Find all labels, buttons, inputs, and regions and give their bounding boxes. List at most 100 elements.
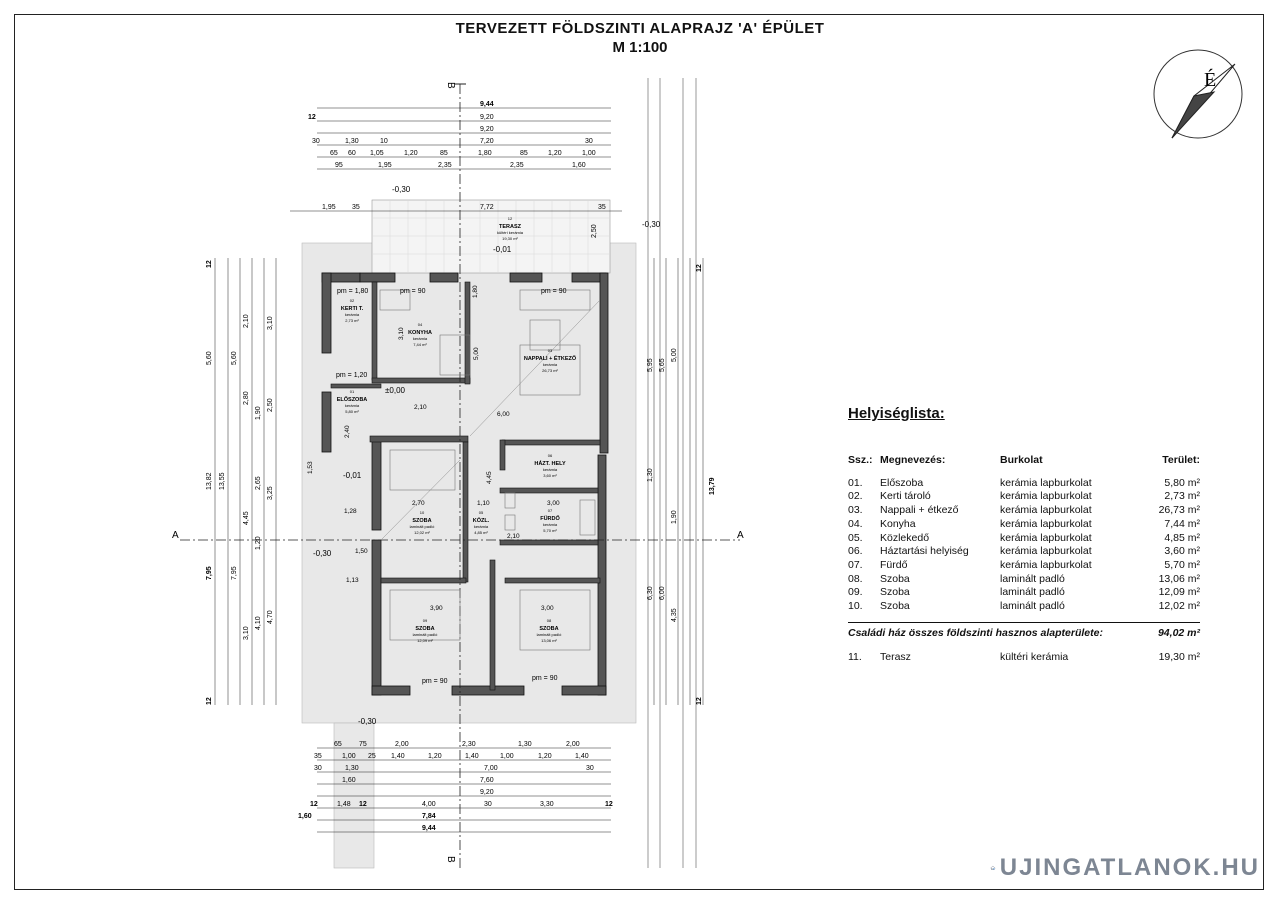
svg-text:30: 30	[484, 801, 492, 808]
room-floor: kerámia lapburkolat	[1000, 558, 1092, 571]
road-strips	[647, 78, 697, 868]
svg-text:5,00: 5,00	[671, 348, 678, 362]
interior-walls	[330, 281, 601, 691]
svg-text:3,00: 3,00	[547, 500, 560, 507]
bottom-dimension-chain: 65 75 2,00 2,30 1,30 2,00 35 1,00 25 1,4…	[298, 741, 613, 833]
inner-dims: 6,00 2,70 1,10 3,00 3,90 3,00 2,10 2,10 …	[307, 285, 560, 612]
svg-text:65: 65	[330, 150, 338, 157]
room-area: 3,60 m²	[1164, 545, 1200, 558]
svg-text:13,55: 13,55	[219, 472, 226, 490]
svg-text:5,65: 5,65	[659, 358, 666, 372]
level-marks: -0,30 -0,30 -0,01 ±0,00 -0,01 -0,30 -0,3…	[313, 185, 661, 726]
svg-text:kültéri kerámia: kültéri kerámia	[497, 230, 524, 235]
svg-text:9,20: 9,20	[480, 789, 494, 796]
svg-text:2,30: 2,30	[462, 741, 476, 748]
svg-text:13,82: 13,82	[206, 472, 213, 490]
room-no: 04.	[848, 517, 863, 530]
svg-text:85: 85	[520, 150, 528, 157]
svg-text:1,20: 1,20	[404, 150, 418, 157]
svg-text:10: 10	[420, 510, 425, 515]
svg-text:5,80 m²: 5,80 m²	[345, 409, 359, 414]
svg-text:laminált padló: laminált padló	[410, 524, 435, 529]
svg-text:3,25: 3,25	[267, 486, 274, 500]
svg-text:1,40: 1,40	[391, 753, 405, 760]
col-header-area: Terület:	[1162, 454, 1200, 466]
svg-text:kerámia: kerámia	[543, 362, 558, 367]
svg-text:09: 09	[423, 618, 428, 623]
room-name: Szoba	[880, 586, 910, 599]
room-no: 02.	[848, 490, 863, 503]
title-line-1: TERVEZETT FÖLDSZINTI ALAPRAJZ 'A' ÉPÜLET	[455, 20, 825, 37]
section-lines	[180, 84, 740, 868]
room-no: 08.	[848, 572, 863, 585]
svg-text:7,95: 7,95	[206, 566, 213, 580]
svg-text:1,30: 1,30	[647, 468, 654, 482]
terrace-dims: 1,95 35 7,72 35 2,50	[290, 204, 622, 238]
room-floor: kerámia lapburkolat	[1000, 517, 1092, 530]
room-area: 7,44 m²	[1164, 517, 1200, 530]
svg-text:KÖZL.: KÖZL.	[473, 517, 490, 524]
svg-text:4,35: 4,35	[671, 608, 678, 622]
svg-text:ELŐSZOBA: ELŐSZOBA	[337, 396, 368, 403]
svg-text:03: 03	[548, 348, 553, 353]
svg-text:2,00: 2,00	[395, 741, 409, 748]
svg-text:SZOBA: SZOBA	[415, 626, 434, 632]
room-name: Nappali + étkező	[880, 504, 959, 517]
svg-text:2,00: 2,00	[566, 741, 580, 748]
col-header-floor: Burkolat	[1000, 454, 1043, 466]
svg-text:1,20: 1,20	[428, 753, 442, 760]
svg-text:NAPPALI + ÉTKEZŐ: NAPPALI + ÉTKEZŐ	[524, 354, 577, 362]
svg-text:7,20: 7,20	[480, 138, 494, 145]
svg-text:1,20: 1,20	[538, 753, 552, 760]
svg-text:3,10: 3,10	[243, 626, 250, 640]
svg-text:2,40: 2,40	[344, 425, 351, 438]
svg-text:2,80: 2,80	[243, 391, 250, 405]
room-floor: laminált padló	[1000, 586, 1065, 599]
svg-text:laminált padló: laminált padló	[537, 632, 562, 637]
svg-text:1,30: 1,30	[518, 741, 532, 748]
svg-text:kerámia: kerámia	[345, 312, 360, 317]
svg-text:1,60: 1,60	[298, 813, 312, 820]
svg-text:02: 02	[350, 298, 355, 303]
svg-text:kerámia: kerámia	[543, 522, 558, 527]
svg-text:30: 30	[586, 765, 594, 772]
svg-text:1,10: 1,10	[477, 500, 490, 507]
svg-text:2,73 m²: 2,73 m²	[345, 318, 359, 323]
svg-text:7,84: 7,84	[422, 813, 436, 820]
svg-text:5,00: 5,00	[473, 347, 480, 360]
svg-text:5,95: 5,95	[647, 358, 654, 372]
room-area: 4,85 m²	[1164, 531, 1200, 544]
svg-text:1,00: 1,00	[342, 753, 356, 760]
room-floor: kerámia lapburkolat	[1000, 545, 1092, 558]
svg-text:HÁZT. HELY: HÁZT. HELY	[534, 460, 566, 467]
col-header-name: Megnevezés:	[880, 454, 946, 466]
terrace-name: Terasz	[880, 650, 911, 663]
svg-text:12,02 m²: 12,02 m²	[414, 530, 430, 535]
svg-text:2,50: 2,50	[267, 398, 274, 412]
svg-text:75: 75	[359, 741, 367, 748]
svg-text:6,30: 6,30	[647, 586, 654, 600]
room-no: 01.	[848, 476, 863, 489]
svg-text:4,70: 4,70	[267, 610, 274, 624]
room-no: 07.	[848, 558, 863, 571]
svg-text:12,09 m²: 12,09 m²	[417, 638, 433, 643]
svg-text:04: 04	[418, 322, 423, 327]
svg-text:9,20: 9,20	[480, 126, 494, 133]
svg-text:13,06 m²: 13,06 m²	[541, 638, 557, 643]
title-scale: M 1:100	[612, 39, 668, 56]
section-markers: B B A A	[172, 82, 744, 863]
room-floor: kerámia lapburkolat	[1000, 531, 1092, 544]
section-a-left: A	[172, 530, 179, 541]
door-labels: pm = 1,80 pm = 90 pm = 90 pm = 90 pm = 9…	[336, 288, 567, 685]
svg-text:pm = 90: pm = 90	[422, 678, 448, 685]
drawing-frame	[14, 14, 1264, 890]
svg-text:85: 85	[440, 150, 448, 157]
